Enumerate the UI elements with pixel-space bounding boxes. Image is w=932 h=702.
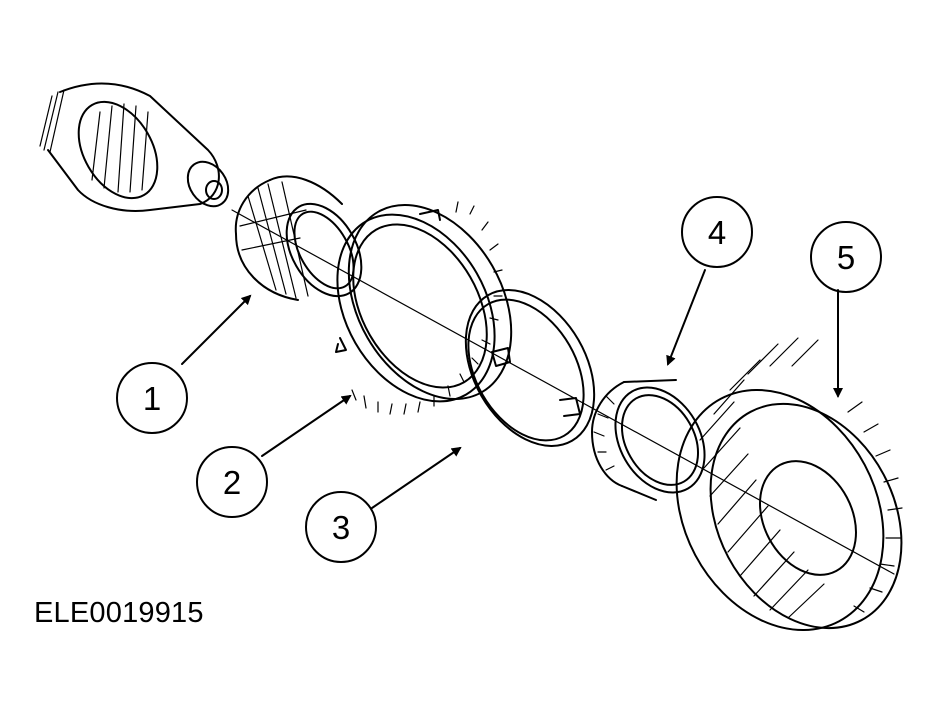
callout-4: 4 [681, 196, 753, 268]
callout-1-number: 1 [143, 380, 161, 417]
callout-3-number: 3 [332, 509, 350, 546]
center-axis-line [231, 209, 895, 575]
shaft [39, 82, 230, 212]
synchronizer-ring-part [464, 289, 596, 447]
bearing-race-part [591, 379, 706, 501]
leader-arrow-2 [261, 394, 352, 457]
callout-4-number: 4 [708, 214, 726, 251]
callout-2: 2 [196, 446, 268, 518]
leader-arrow-1 [181, 294, 252, 365]
leader-arrow-4 [666, 269, 706, 366]
callout-5-number: 5 [837, 239, 855, 276]
helical-gear-part [675, 337, 903, 632]
needle-bearing-part [234, 175, 363, 301]
figure-id-label: ELE0019915 [34, 597, 204, 629]
callout-3: 3 [305, 491, 377, 563]
leader-arrow-3 [371, 446, 462, 509]
callout-5: 5 [810, 221, 882, 293]
callout-2-number: 2 [223, 464, 241, 501]
callout-1: 1 [116, 362, 188, 434]
gear-cone-part [335, 201, 513, 415]
